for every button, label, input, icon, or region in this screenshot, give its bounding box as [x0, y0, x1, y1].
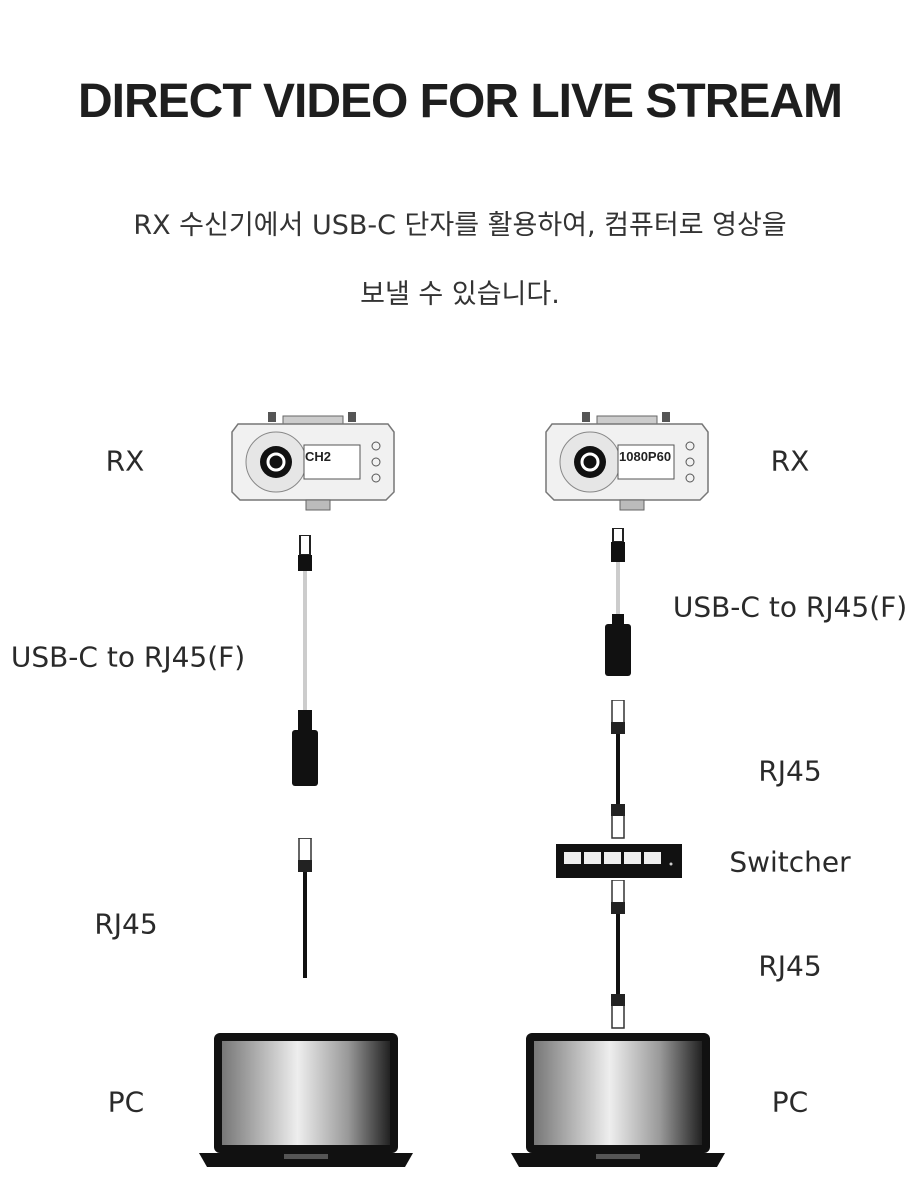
label-pc-left: PC [107, 1085, 145, 1119]
rj45-cable-left [297, 838, 313, 978]
rj45-cable-right-1 [610, 700, 626, 839]
page-title: DIRECT VIDEO FOR LIVE STREAM [77, 75, 843, 128]
rj45-cable-right-2 [610, 880, 626, 1029]
usb-c-to-rj45-adapter-right [605, 528, 631, 676]
label-rj45-left: RJ45 [94, 907, 158, 941]
label-rj45-right-1: RJ45 [758, 754, 822, 788]
label-adapter-left: USB-C to RJ45(F) [10, 640, 246, 674]
rx-display-channel: CH2 [305, 449, 332, 464]
label-pc-right: PC [771, 1085, 809, 1119]
label-rj45-right-2: RJ45 [758, 949, 822, 983]
pc-laptop-right [511, 1033, 725, 1167]
label-rx-left: RX [105, 444, 145, 478]
description-line-1: RX 수신기에서 USB-C 단자를 활용하여, 컴퓨터로 영상을 [133, 210, 787, 241]
label-adapter-right: USB-C to RJ45(F) [672, 590, 908, 624]
usb-c-to-rj45-adapter-left [292, 535, 318, 786]
rx-display-resolution: 1080P60 [619, 449, 672, 464]
network-switcher [556, 844, 682, 878]
description-line-2: 보낼 수 있습니다. [360, 279, 560, 310]
label-rx-right: RX [770, 444, 810, 478]
label-switcher: Switcher [729, 845, 851, 879]
pc-laptop-left [199, 1033, 413, 1167]
